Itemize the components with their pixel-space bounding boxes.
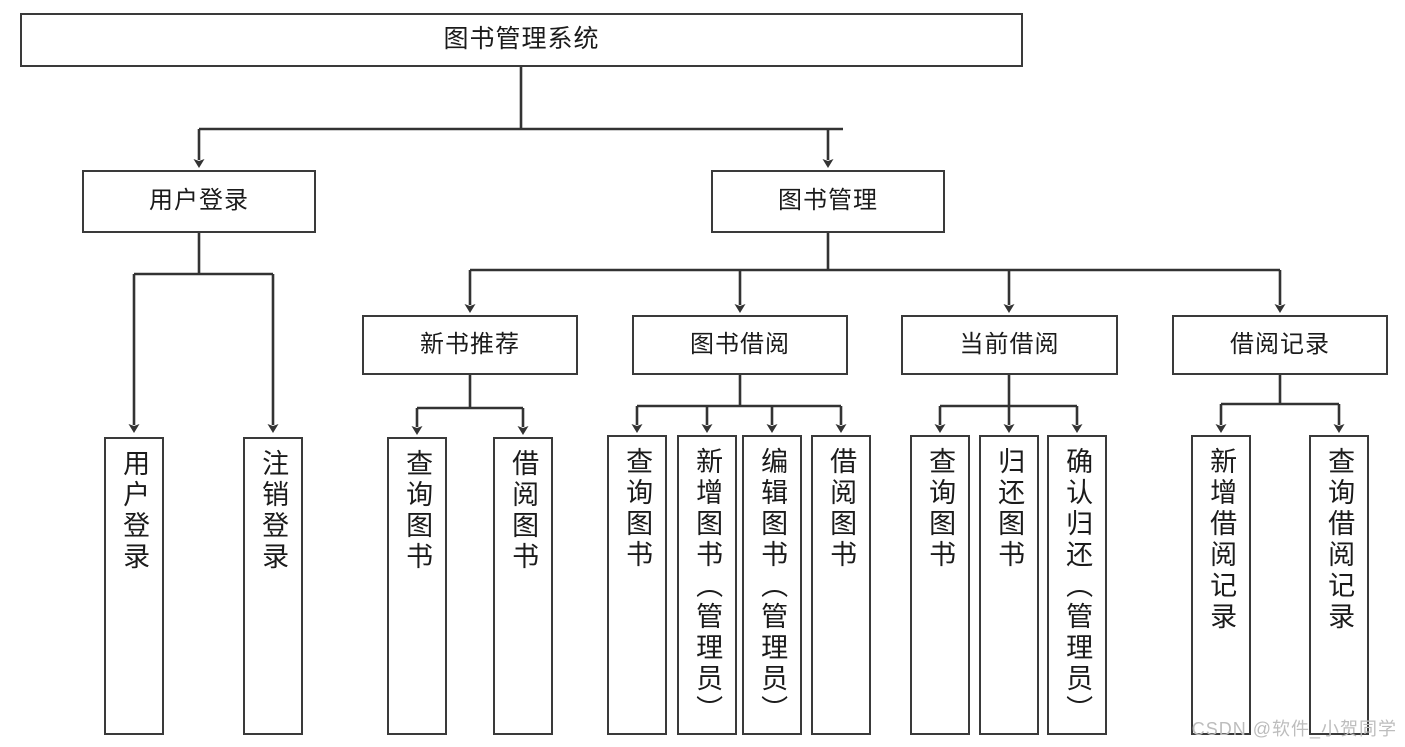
leaf-node[interactable]: 查询图书 <box>387 437 447 735</box>
node-book-management[interactable]: 图书管理 <box>711 170 945 233</box>
leaf-node[interactable]: 查询图书 <box>910 435 970 735</box>
node-label: 当前借阅 <box>959 330 1060 358</box>
leaf-node[interactable]: 确认归还（管理员） <box>1047 435 1107 735</box>
node-current-borrow[interactable]: 当前借阅 <box>901 315 1118 375</box>
node-label: 借阅图书 <box>508 449 539 573</box>
node-book-borrow[interactable]: 图书借阅 <box>632 315 848 375</box>
node-label: 用户登录 <box>119 449 150 573</box>
leaf-node[interactable]: 借阅图书 <box>811 435 871 735</box>
node-label: 图书管理 <box>778 187 878 215</box>
node-label: 注销登录 <box>258 449 289 573</box>
node-label: 查询图书 <box>925 447 956 571</box>
leaf-node[interactable]: 新增图书（管理员） <box>677 435 737 735</box>
node-new-book-recommend[interactable]: 新书推荐 <box>362 315 578 375</box>
node-label: 查询借阅记录 <box>1324 447 1355 633</box>
node-label: 查询图书 <box>622 447 653 571</box>
node-label: 借阅图书 <box>826 447 857 571</box>
leaf-node[interactable]: 借阅图书 <box>493 437 553 735</box>
node-borrow-record[interactable]: 借阅记录 <box>1172 315 1388 375</box>
node-label: 新增借阅记录 <box>1206 447 1237 633</box>
node-label: 图书管理系统 <box>443 25 600 54</box>
node-label: 借阅记录 <box>1230 330 1330 358</box>
leaf-node[interactable]: 注销登录 <box>243 437 303 735</box>
node-label: 用户登录 <box>149 187 249 215</box>
leaf-node[interactable]: 编辑图书（管理员） <box>742 435 802 735</box>
leaf-node[interactable]: 归还图书 <box>979 435 1039 735</box>
leaf-node[interactable]: 查询借阅记录 <box>1309 435 1369 735</box>
node-label: 新增图书（管理员） <box>692 447 723 726</box>
leaf-node[interactable]: 用户登录 <box>104 437 164 735</box>
node-label: 新书推荐 <box>420 330 520 358</box>
node-label: 编辑图书（管理员） <box>757 447 788 726</box>
node-label: 查询图书 <box>402 449 433 573</box>
node-root-system[interactable]: 图书管理系统 <box>20 13 1023 67</box>
leaf-node[interactable]: 新增借阅记录 <box>1191 435 1251 735</box>
node-label: 归还图书 <box>994 447 1025 571</box>
node-label: 确认归还（管理员） <box>1062 447 1093 726</box>
node-user-login[interactable]: 用户登录 <box>82 170 316 233</box>
node-label: 图书借阅 <box>690 330 790 358</box>
watermark: CSDN @软件_小贺同学 <box>1191 719 1397 739</box>
leaf-node[interactable]: 查询图书 <box>607 435 667 735</box>
